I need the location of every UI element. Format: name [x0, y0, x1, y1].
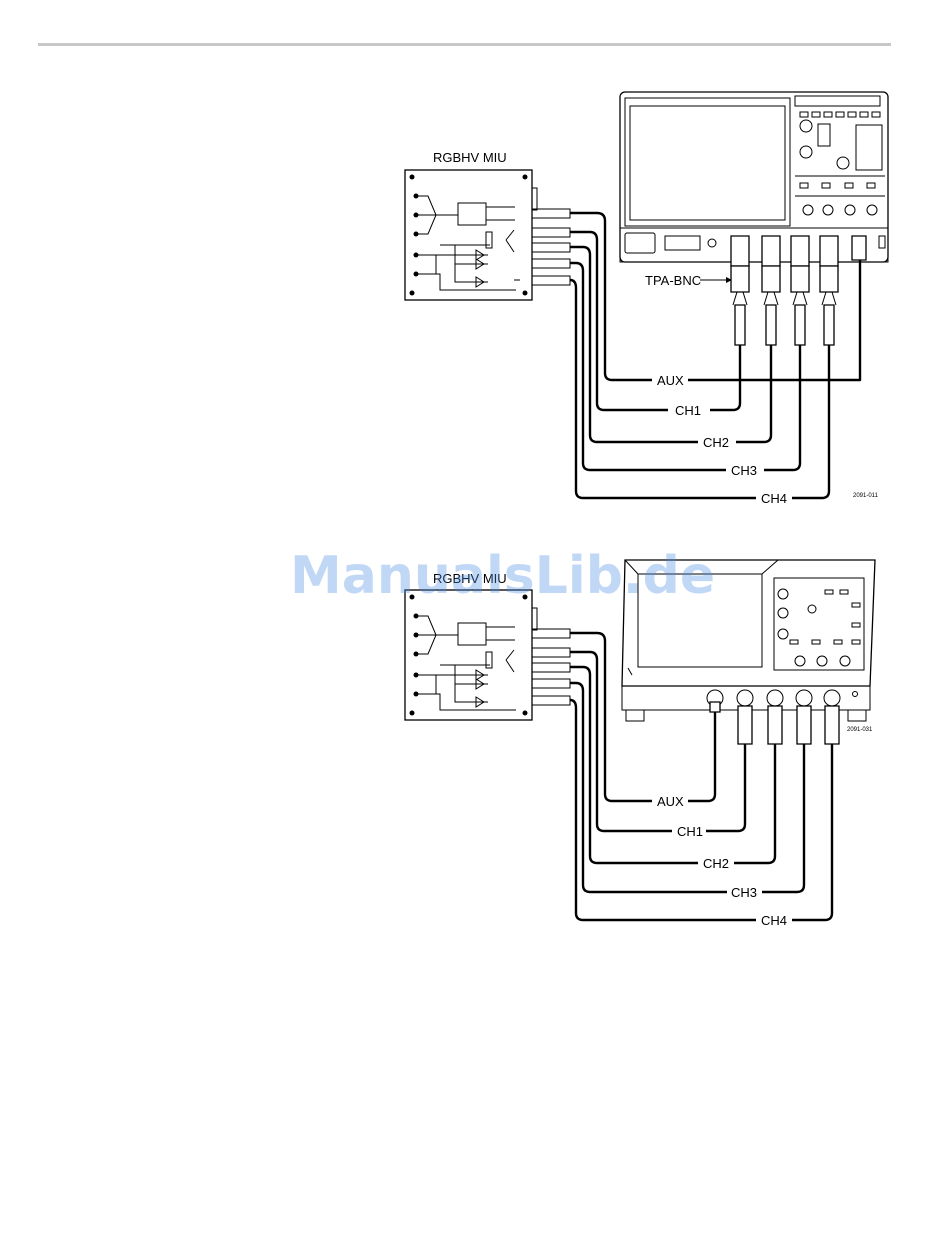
cable-label-ch2-bottom: CH2	[703, 856, 729, 871]
cable-label-ch1-bottom: CH1	[677, 824, 703, 839]
cable-label-ch4-top: CH4	[761, 491, 787, 506]
cable-label-ch2-top: CH2	[703, 435, 729, 450]
cable-label-ch3-bottom: CH3	[731, 885, 757, 900]
cable-label-aux-top: AUX	[657, 373, 684, 388]
figure-bottom: RGBHV MIU	[405, 560, 875, 928]
oscilloscope-top	[620, 92, 888, 262]
figure-id-top: 2091-011	[853, 493, 879, 499]
figure-id-bottom: 2091-031	[847, 727, 873, 733]
figure-top: RGBHV MIU	[405, 92, 888, 506]
miu-connectors-bottom	[532, 629, 570, 705]
cable-label-ch1-top: CH1	[675, 403, 701, 418]
cable-label-ch3-top: CH3	[731, 463, 757, 478]
miu-module-top	[405, 170, 537, 300]
probe-bodies-bottom	[710, 702, 839, 744]
miu-title-top: RGBHV MIU	[433, 150, 507, 165]
tpa-bnc-label: TPA-BNC	[645, 273, 701, 288]
watermark: ManualsLib.de	[290, 546, 715, 606]
cable-label-aux-bottom: AUX	[657, 794, 684, 809]
cable-label-ch4-bottom: CH4	[761, 913, 787, 928]
miu-module-bottom	[405, 590, 537, 720]
miu-connectors-top	[532, 209, 570, 285]
